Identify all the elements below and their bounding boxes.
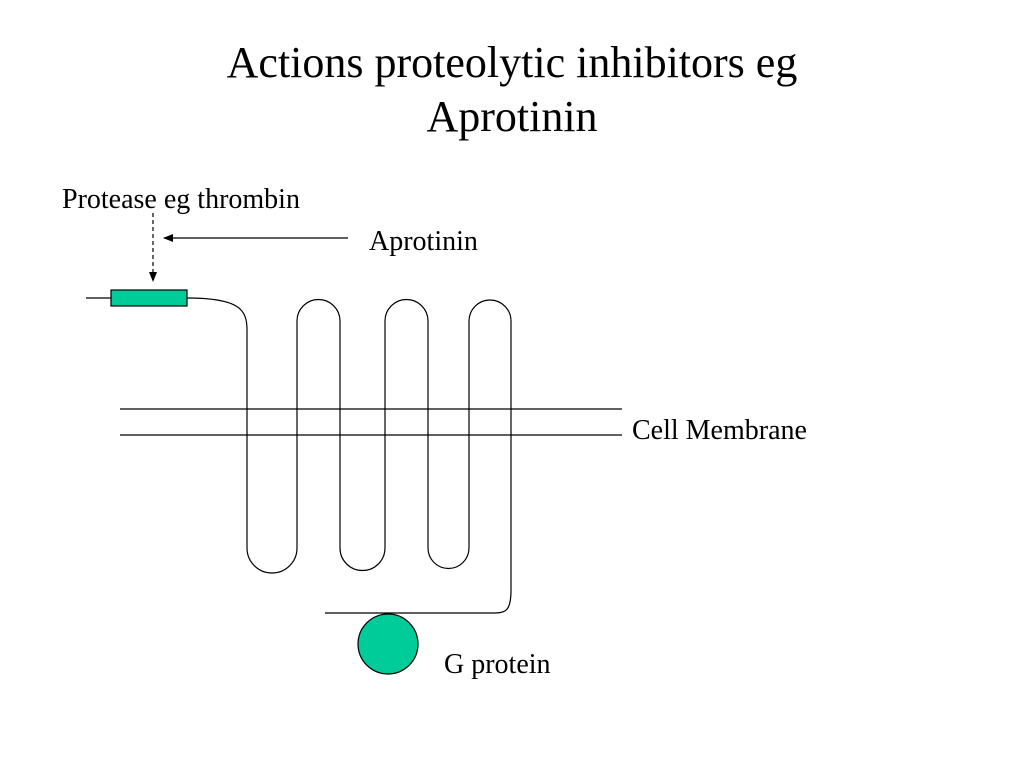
cell-membrane-label: Cell Membrane [632,415,807,446]
g-protein-circle [357,613,419,675]
aprotinin-label: Aprotinin [369,226,478,257]
receptor-chain [186,297,512,614]
slide-title: Actions proteolytic inhibitors eg Aproti… [0,36,1024,144]
title-line-2: Aprotinin [426,92,598,141]
cleavage-site [110,289,188,307]
protease-label: Protease eg thrombin [62,184,300,215]
title-line-1: Actions proteolytic inhibitors eg [226,38,798,87]
g-protein-label: G protein [444,649,551,680]
